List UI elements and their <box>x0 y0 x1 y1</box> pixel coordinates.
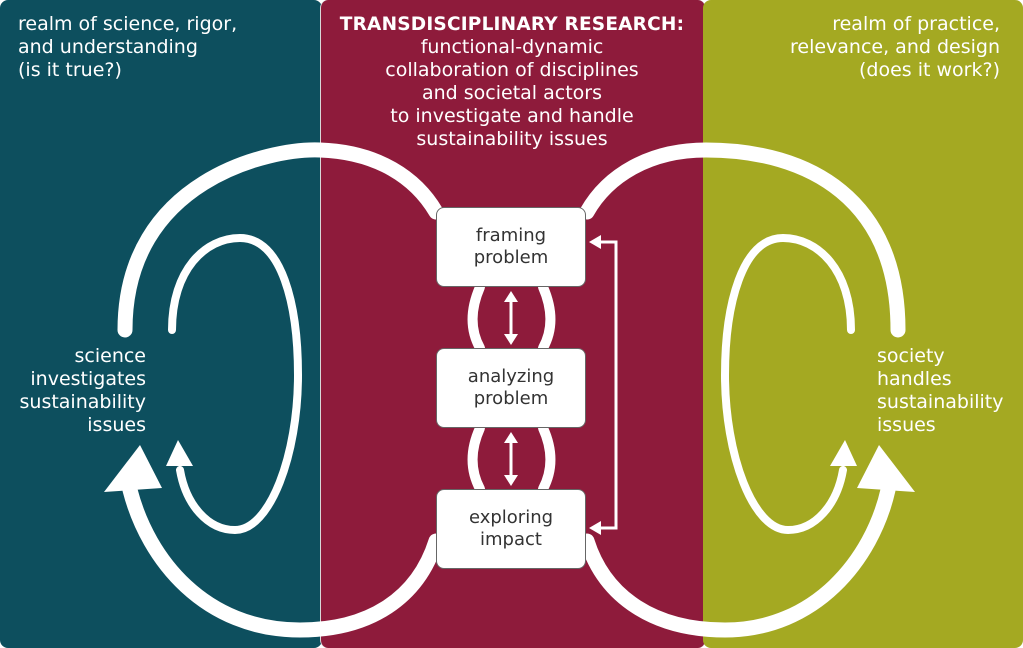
header-line: realm of science, rigor, <box>18 13 238 35</box>
box-line: exploring <box>468 507 554 528</box>
label-line: science <box>74 345 147 367</box>
label-line: handles <box>877 368 952 390</box>
label-line: society <box>877 345 945 367</box>
right-outer-loop-bottom <box>579 482 896 638</box>
right-inner-arrowhead <box>830 440 857 466</box>
header-line: and understanding <box>18 36 198 58</box>
research-line: and societal actors <box>421 82 602 104</box>
research-line: collaboration of disciplines <box>385 59 639 81</box>
research-line: sustainability issues <box>416 128 608 150</box>
header-line: realm of practice, <box>832 13 1000 35</box>
research-line: to investigate and handle <box>390 105 634 127</box>
left-inner-loop <box>168 233 303 535</box>
research-heading: TRANSDISCIPLINARY RESEARCH: <box>339 14 685 35</box>
box-line: problem <box>473 247 549 268</box>
label-line: issues <box>877 414 936 436</box>
box-line: framing <box>475 225 547 246</box>
right-outer-loop <box>579 142 906 338</box>
feedback-bracket <box>596 240 618 530</box>
right-outer-arrowhead <box>857 445 915 492</box>
research-title: TRANSDISCIPLINARY RESEARCH: functional-d… <box>320 13 704 151</box>
header-line: (is it true?) <box>18 59 122 81</box>
header-line: relevance, and design <box>789 36 1000 58</box>
double-arrow-lower-top <box>504 432 518 443</box>
research-line: functional-dynamic <box>420 36 604 58</box>
box-line: problem <box>473 388 549 409</box>
left-outer-arrowhead <box>104 445 162 492</box>
label-line: issues <box>87 414 146 436</box>
double-arrow-upper-bottom <box>504 334 518 345</box>
connector-right-upper <box>538 282 556 353</box>
exploring-impact-box: exploring impact <box>436 489 586 569</box>
feedback-arrowhead-top <box>589 235 601 249</box>
label-line: sustainability <box>877 391 1004 413</box>
box-line: impact <box>480 529 542 550</box>
right-inner-loop <box>720 233 855 535</box>
science-realm-panel <box>0 0 322 648</box>
science-realm-header: realm of science, rigor, and understandi… <box>18 13 237 82</box>
header-line: (does it work?) <box>859 59 1000 81</box>
feedback-arrowhead-bottom <box>589 521 601 535</box>
connector-right-lower <box>538 423 556 494</box>
practice-realm-header: realm of practice, relevance, and design… <box>790 13 1000 82</box>
left-inner-arrowhead <box>166 440 193 466</box>
double-arrow-upper-top <box>504 291 518 302</box>
double-arrow-lower-bottom <box>504 475 518 486</box>
connector-left-lower <box>467 423 485 494</box>
label-line: investigates <box>30 368 146 390</box>
left-outer-loop <box>117 142 444 338</box>
label-line: sustainability <box>19 391 147 413</box>
society-label: society handles sustainability issues <box>877 345 1004 437</box>
framing-problem-box: framing problem <box>436 207 586 287</box>
analyzing-problem-box: analyzing problem <box>436 348 586 428</box>
science-label: science investigates sustainability issu… <box>20 345 147 437</box>
box-line: analyzing <box>467 366 555 387</box>
connector-left-upper <box>467 282 485 353</box>
left-outer-loop-bottom <box>122 482 444 638</box>
